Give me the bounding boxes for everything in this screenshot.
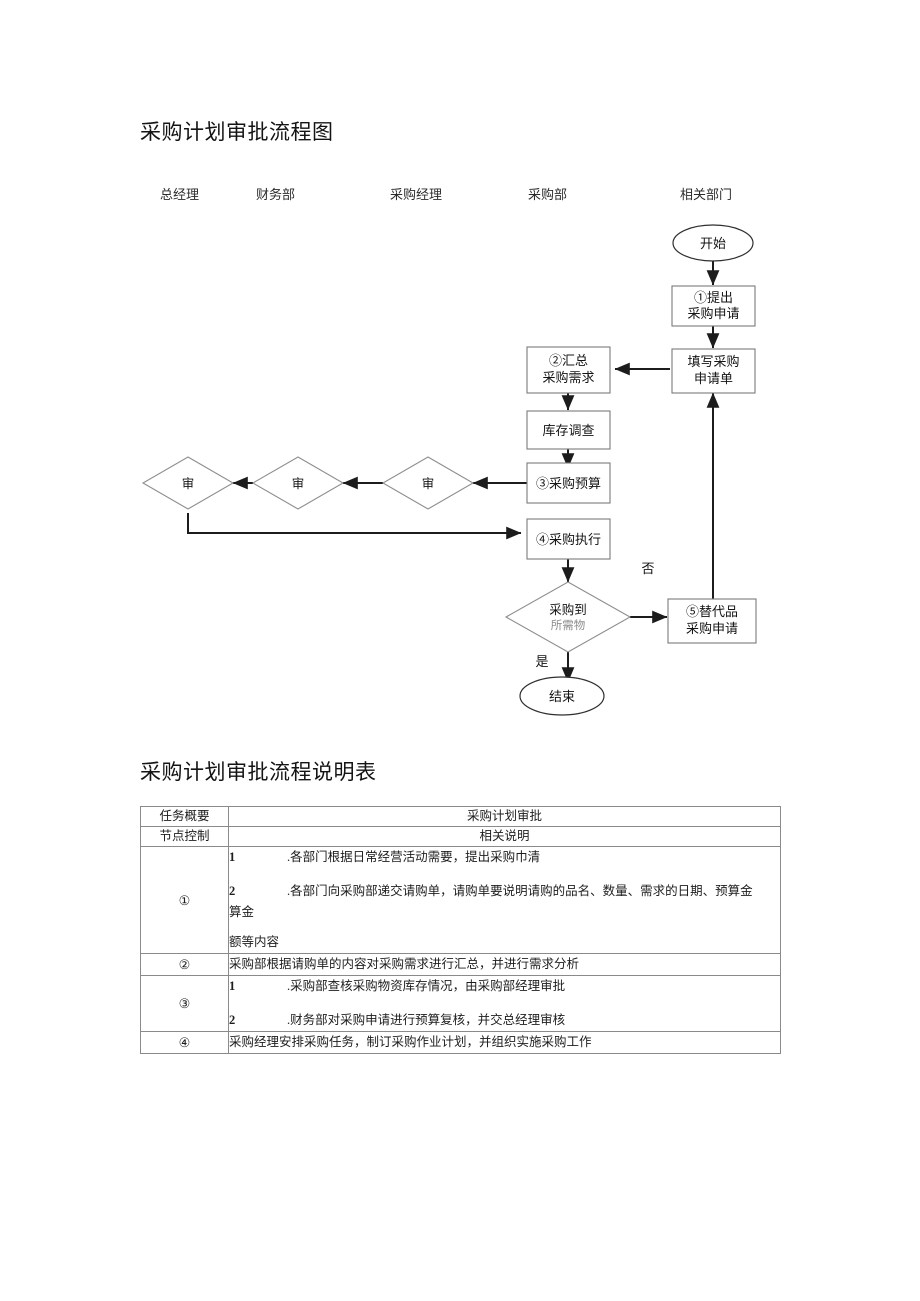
cell-task-summary-label: 任务概要 bbox=[140, 806, 229, 827]
cell-node-2-marker: ② bbox=[140, 953, 229, 976]
cell-node-1-desc: 1 .各部门根据日常经营活动需要，提出采购巾清 2 .各部门向采购部递交请购单，请购… bbox=[228, 846, 781, 954]
cell-node-4-marker: ④ bbox=[140, 1031, 229, 1054]
cell-node-4-desc: 采购经理安排采购任务，制订采购作业计划，并组织实施采购工作 bbox=[228, 1031, 781, 1054]
node-3-item-2-number: 2 bbox=[229, 1013, 236, 1027]
node-1-item-2-text: .各部门向采购部递交请购单，请购单要说明请购的品名、数量、需求的日期、预算金 bbox=[287, 884, 753, 898]
node-review-general-manager: 审 bbox=[141, 456, 235, 510]
flowchart-title: 采购计划审批流程图 bbox=[140, 120, 334, 144]
cell-node-2-desc: 采购部根据请购单的内容对采购需求进行汇总，并进行需求分析 bbox=[228, 953, 781, 976]
table-row-node-3: ③ 1 .采购部查核采购物资库存情况，由采购部经理审批 2 .财务部对采购申请进行预… bbox=[140, 975, 781, 1032]
node-3-item-1-number: 1 bbox=[229, 979, 236, 993]
table-row-node-4: ④ 采购经理安排采购任务，制订采购作业计划，并组织实施采购工作 bbox=[140, 1031, 781, 1054]
node-1-item-1-text: .各部门根据日常经营活动需要，提出采购巾清 bbox=[287, 850, 541, 864]
node-purchase-execution: ④采购执行 bbox=[526, 518, 611, 560]
node-n2-label-line2: 采购需求 bbox=[542, 370, 594, 385]
lane-header-purchasing-manager: 采购经理 bbox=[390, 187, 443, 202]
node-decision-label-line2: 所需物 bbox=[551, 618, 586, 632]
node-stock-label: 库存调查 bbox=[542, 423, 594, 438]
flowchart-diagram: 开始 ①提出 采购申请 填写采购 申请单 ②汇总 采购需求 bbox=[0, 210, 920, 740]
node-n2-label-line1: ②汇总 bbox=[549, 353, 588, 368]
edge-review-a-to-n4 bbox=[187, 513, 522, 540]
cell-node-1-marker: ① bbox=[140, 846, 229, 954]
cell-node-control-value: 相关说明 bbox=[228, 826, 781, 847]
node-aggregate-demand: ②汇总 采购需求 bbox=[526, 346, 611, 394]
cell-node-3-desc: 1 .采购部查核采购物资库存情况，由采购部经理审批 2 .财务部对采购申请进行预算复… bbox=[228, 975, 781, 1032]
spacer bbox=[229, 997, 780, 1010]
node-purchase-budget: ③采购预算 bbox=[526, 462, 611, 504]
table-row-node-control: 节点控制 相关说明 bbox=[140, 826, 781, 847]
node-substitute-request: ⑤替代品 采购申请 bbox=[667, 598, 757, 644]
node-end: 结束 bbox=[519, 676, 605, 716]
edge-label-yes: 是 bbox=[535, 654, 548, 669]
node-fill-form-label-line2: 申请单 bbox=[694, 371, 733, 386]
node-start-label: 开始 bbox=[700, 236, 726, 251]
node-3-item-2: 2 .财务部对采购申请进行预算复核，并交总经理审核 bbox=[229, 1010, 780, 1031]
cell-node-control-label: 节点控制 bbox=[140, 826, 229, 847]
lane-header-finance-dept: 财务部 bbox=[256, 187, 296, 202]
node-review-b-label: 审 bbox=[292, 476, 305, 491]
node-n5-label-line2: 采购申请 bbox=[686, 621, 738, 636]
node-n5-label-line1: ⑤替代品 bbox=[686, 604, 738, 619]
node-decision-goods-obtained: 采购到 所需物 bbox=[504, 581, 632, 653]
cell-task-summary-value: 采购计划审批 bbox=[228, 806, 781, 827]
node-3-item-1: 1 .采购部查核采购物资库存情况，由采购部经理审批 bbox=[229, 976, 780, 997]
table-title: 采购计划审批流程说明表 bbox=[140, 760, 377, 784]
node-1-item-2: 2 .各部门向采购部递交请购单，请购单要说明请购的品名、数量、需求的日期、预算金 bbox=[229, 881, 780, 902]
lane-header-purchasing-dept: 采购部 bbox=[528, 187, 568, 202]
node-3-item-1-text: .采购部查核采购物资库存情况，由采购部经理审批 bbox=[287, 979, 566, 993]
node-n4-label: ④采购执行 bbox=[536, 532, 601, 547]
node-1-item-1: 1 .各部门根据日常经营活动需要，提出采购巾清 bbox=[229, 847, 780, 868]
node-review-purchasing-manager: 审 bbox=[381, 456, 475, 510]
lane-header-related-depts: 相关部门 bbox=[680, 187, 733, 202]
lane-header-general-manager: 总经理 bbox=[160, 187, 200, 202]
spacer bbox=[229, 923, 780, 932]
node-review-finance: 审 bbox=[251, 456, 345, 510]
node-fill-form-label-line1: 填写采购 bbox=[687, 354, 739, 369]
node-1-item-2-number: 2 bbox=[229, 884, 236, 898]
node-n1-label-line2: 采购申请 bbox=[687, 306, 739, 321]
edge-label-no: 否 bbox=[641, 561, 654, 576]
process-description-table: 任务概要 采购计划审批 节点控制 相关说明 ① 1 .各部门根据日常经营活动需要，… bbox=[140, 806, 781, 1054]
node-1-item-1-number: 1 bbox=[229, 850, 236, 864]
table-row-node-2: ② 采购部根据请购单的内容对采购需求进行汇总，并进行需求分析 bbox=[140, 953, 781, 976]
table-row-node-1: ① 1 .各部门根据日常经营活动需要，提出采购巾清 2 .各部门向采购部递交请购单，… bbox=[140, 846, 781, 954]
node-3-item-2-text: .财务部对采购申请进行预算复核，并交总经理审核 bbox=[287, 1013, 566, 1027]
spacer bbox=[229, 868, 780, 881]
node-start: 开始 bbox=[672, 224, 754, 262]
node-review-c-label: 审 bbox=[422, 476, 435, 491]
node-submit-request: ①提出 采购申请 bbox=[671, 285, 756, 327]
node-review-a-label: 审 bbox=[182, 476, 195, 491]
node-end-label: 结束 bbox=[549, 689, 575, 704]
cell-node-3-marker: ③ bbox=[140, 975, 229, 1032]
table-row-task-summary: 任务概要 采购计划审批 bbox=[140, 806, 781, 827]
node-decision-label-line1: 采购到 bbox=[549, 602, 587, 617]
node-inventory-check: 库存调查 bbox=[526, 410, 611, 450]
node-n3-label: ③采购预算 bbox=[536, 476, 601, 491]
node-n1-label-line1: ①提出 bbox=[694, 290, 733, 305]
node-fill-request-form: 填写采购 申请单 bbox=[671, 348, 756, 394]
node-1-wrap-fragment: 算金 bbox=[229, 905, 255, 919]
node-1-tail-text: 额等内容 bbox=[229, 935, 280, 949]
